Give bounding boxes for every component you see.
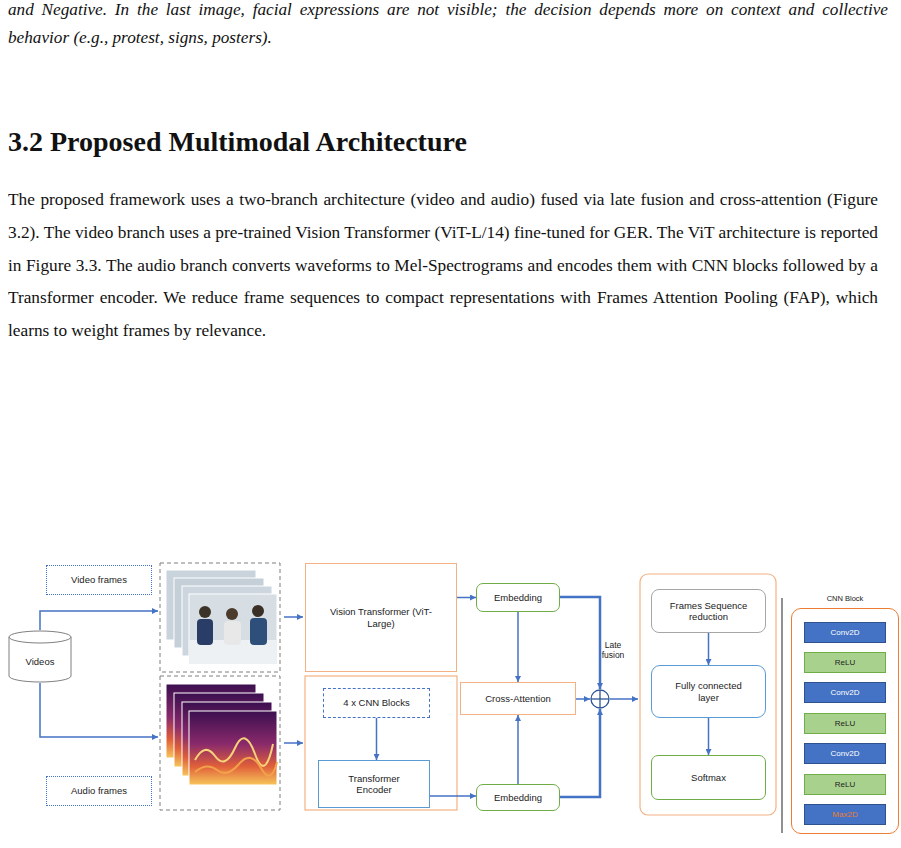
spectrogram-frame — [160, 676, 280, 810]
flow-arrow — [376, 718, 378, 760]
embedding-box: Embedding — [476, 583, 560, 612]
process-box: Softmax — [651, 755, 766, 800]
layer-box: ReLU — [804, 713, 886, 734]
node-text: Embedding — [494, 792, 542, 804]
flow-arrow — [708, 718, 710, 755]
body-paragraph: The proposed framework uses a two-branch… — [8, 184, 878, 348]
node-text: Cross-Attention — [485, 693, 550, 705]
video-frames-illustration — [166, 570, 277, 664]
audio-wire — [40, 683, 158, 737]
layer-box: Conv2D — [804, 622, 886, 643]
node-text: Videos — [26, 656, 55, 668]
node-text: Conv2D — [831, 748, 860, 760]
node-text: ReLU — [835, 779, 855, 791]
layer-box: ReLU — [804, 652, 886, 673]
input-label-box: Audio frames — [46, 776, 152, 806]
node-text: Fully connected layer — [666, 680, 751, 703]
input-label-box: Video frames — [46, 565, 152, 595]
video-wire — [40, 611, 158, 630]
caption-text: and Negative. In the last image, facial … — [8, 0, 888, 52]
attention-box: Cross-Attention — [460, 682, 576, 715]
node-text: Softmax — [691, 772, 726, 784]
node-text: Audio frames — [71, 785, 127, 797]
node-text: ReLU — [835, 718, 855, 730]
flow-arrow — [430, 795, 476, 797]
encoder-box: Vision Transformer (ViT-Large) — [305, 563, 457, 672]
encoder-box: Transformer Encoder — [318, 760, 430, 808]
node-text: Embedding — [494, 592, 542, 604]
section-heading: 3.2 Proposed Multimodal Architecture — [8, 126, 467, 158]
spectrogram-wire — [284, 742, 303, 744]
node-text: ReLU — [835, 657, 855, 669]
node-text: Vision Transformer (ViT-Large) — [326, 606, 436, 629]
process-box: Frames Sequence reduction — [651, 589, 766, 633]
node-text: Max2D — [832, 809, 857, 821]
cylinder-top — [9, 631, 71, 643]
fusion-wire — [576, 698, 590, 700]
flow-arrow — [457, 597, 476, 599]
embedding-box: Embedding — [476, 784, 560, 811]
node-text: Video frames — [71, 574, 127, 586]
cnn-block-panel: CNN BlockConv2D ReLU Conv2D ReLU Conv2D ReLU M… — [791, 594, 899, 834]
layer-box: Conv2D — [804, 743, 886, 764]
flow-arrow — [517, 612, 519, 682]
separator-line — [782, 598, 783, 833]
spectrogram-illustration — [166, 684, 277, 785]
layer-box: Conv2D — [804, 682, 886, 703]
layer-box: Max2D — [804, 804, 886, 825]
frames-wire — [284, 616, 303, 618]
node-text: Conv2D — [831, 687, 860, 699]
layer-box: ReLU — [804, 774, 886, 795]
sum-symbol — [591, 690, 609, 708]
node-text: Conv2D — [831, 627, 860, 639]
head-outline — [640, 574, 776, 815]
data-store: Videos — [8, 630, 72, 683]
fusion-label: Late fusion — [596, 640, 630, 660]
flow-arrow — [517, 715, 519, 784]
flow-arrow — [708, 633, 710, 665]
panel-heading: CNN Block — [791, 594, 899, 604]
frames-frame — [160, 563, 280, 672]
audio-branch-outline — [305, 676, 457, 810]
late-fusion-wire — [560, 597, 600, 689]
late-fusion-wire — [560, 709, 600, 797]
process-box: Fully connected layer — [651, 665, 766, 718]
node-text: 4 x CNN Blocks — [343, 697, 410, 709]
node-text: Transformer Encoder — [337, 773, 411, 796]
cylinder-body — [9, 637, 71, 682]
cnn-stack-box: 4 x CNN Blocks — [323, 688, 430, 718]
head-wire — [610, 698, 638, 700]
node-text: Frames Sequence reduction — [666, 600, 751, 623]
